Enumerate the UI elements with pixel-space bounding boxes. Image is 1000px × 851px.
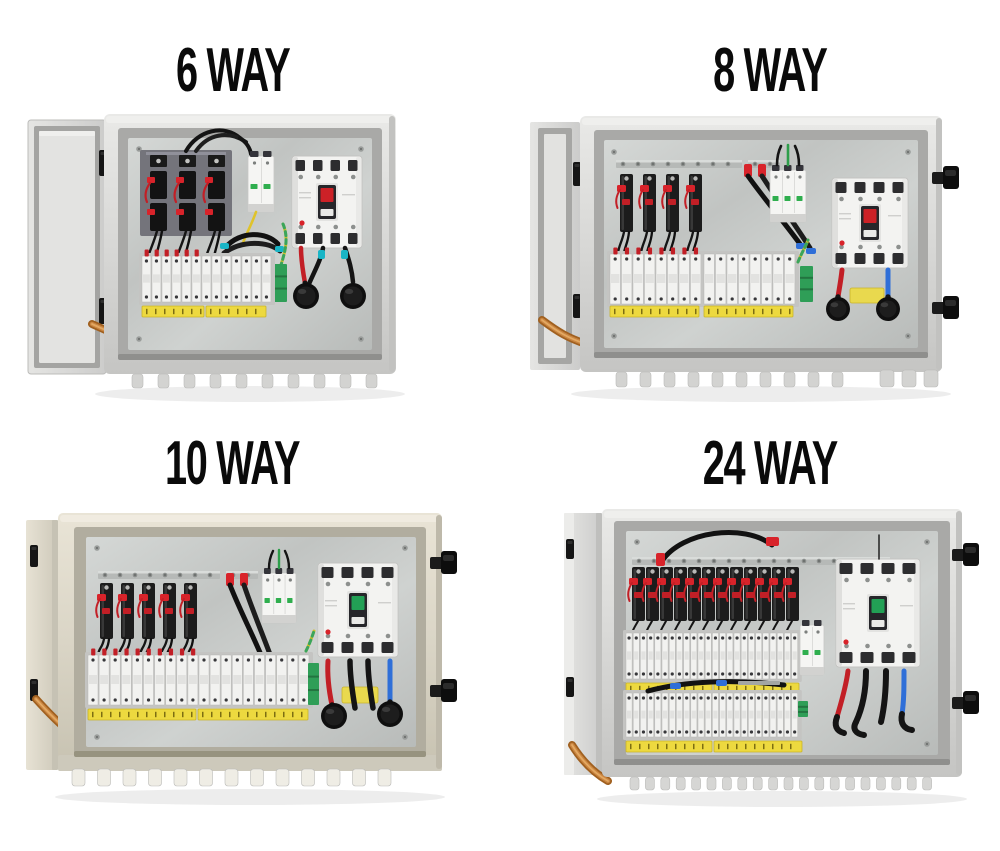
fuse-bank [140,128,253,259]
din-terminal-row [85,648,313,721]
product-variant-label: 24 WAY [702,429,839,498]
circuit-breaker [831,177,909,269]
door-open [564,513,602,775]
output-cables [832,668,915,738]
jumper-cable [645,679,787,694]
cable-gland-stubs [615,369,939,388]
loop-cable [656,530,779,566]
surge-protector [799,620,825,676]
door-latches [932,166,959,319]
fuse-bank [627,557,890,634]
output-cables [293,245,366,309]
copper-ground-strap [568,741,612,785]
fuse-bank [95,571,258,657]
cable-gland-stubs [629,776,932,791]
din-terminal-row-lower [623,690,803,753]
door-open [530,122,581,370]
output-cables [826,267,900,321]
ground-terminal [274,222,288,302]
panel-10-way: 10 WAY [0,425,500,851]
product-variant-label: 6 WAY [176,36,291,105]
cable-gland-stubs [131,373,378,389]
combiner-box-photo-6-way [27,114,405,402]
din-terminal-rows [607,247,799,318]
surge-protector [261,548,297,624]
ground-terminal [796,238,813,302]
surge-protector [769,143,807,223]
ground-terminal [304,629,319,705]
circuit-breaker [291,155,363,249]
product-variant-label: 8 WAY [713,36,828,105]
surge-protector [241,151,275,245]
combiner-box-photo-10-way [26,513,457,805]
fuse-bank [615,160,780,255]
combiner-box-photo-8-way [530,116,959,402]
output-cables [321,658,403,729]
panel-6-way: 6 WAY [0,0,500,425]
panel-8-way: 8 WAY [500,0,1000,425]
door-latches [952,543,979,714]
door-open [27,119,107,375]
circuit-breaker [317,562,399,658]
combiner-box-photo-24-way [564,509,979,807]
circuit-breaker [835,534,921,668]
ground-terminal [798,701,808,717]
door-latches [430,551,457,702]
panel-24-way: 24 WAY [500,425,1000,851]
din-terminal-row [139,249,275,318]
cable-gland-stubs [71,768,392,787]
door-open [26,520,58,770]
product-variant-label: 10 WAY [164,429,301,498]
